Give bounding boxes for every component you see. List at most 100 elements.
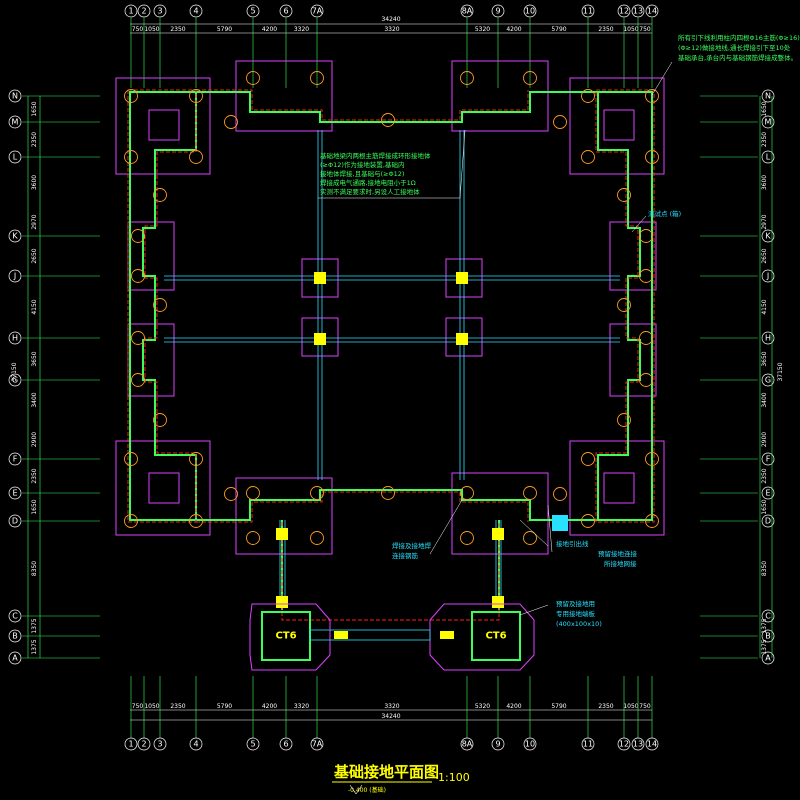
pile-cap xyxy=(115,440,211,536)
bottom-dim-label: 5790 xyxy=(551,703,566,710)
grid-col-label: 12 xyxy=(619,7,629,16)
grid-col-label: 7A xyxy=(312,740,323,749)
ground-rod-marker xyxy=(124,452,138,466)
ground-rod-marker xyxy=(523,71,537,85)
grid-bubble-row-B: B xyxy=(761,629,775,643)
ground-rod-marker xyxy=(617,188,631,202)
grid-bubble-row-G: G xyxy=(8,373,22,387)
drawing-level: -0.400 (基础) xyxy=(348,786,386,794)
ground-rod-marker xyxy=(617,298,631,312)
ground-rod-marker xyxy=(124,514,138,528)
left-dim-label: 2650 xyxy=(31,248,38,263)
ground-rod-marker xyxy=(617,413,631,427)
bottom-dim-label: 4200 xyxy=(262,703,277,710)
pile-cap xyxy=(115,77,211,175)
column-square xyxy=(314,333,326,345)
column-square xyxy=(492,528,504,540)
pile-caps xyxy=(115,60,665,555)
ground-rod-marker xyxy=(153,188,167,202)
bottom-dim-label: 1050 xyxy=(623,703,638,710)
label-lower-1: 焊接及接地焊 xyxy=(392,541,432,550)
note-top-right-1: 所有引下线利用柱内四根Φ16主筋(Φ≥16)纵向焊接 xyxy=(678,33,800,42)
grid-col-label: 4 xyxy=(193,740,198,749)
grid-bubble-col-4: 4 xyxy=(189,737,203,751)
pile-cap xyxy=(235,60,333,132)
grid-col-label: 7A xyxy=(312,7,323,16)
ground-rod-marker xyxy=(645,89,659,103)
right-dim-label: 3650 xyxy=(761,351,768,366)
overall-width-bottom: 34240 xyxy=(381,713,400,720)
test-point-box xyxy=(552,515,568,531)
grid-bubble-col-13: 13 xyxy=(631,4,645,18)
grid-bubble-row-J: J xyxy=(761,269,775,283)
top-dim-label: 750 xyxy=(639,26,651,33)
ground-rod-marker xyxy=(189,452,203,466)
column-pads xyxy=(124,71,659,608)
grid-bubble-col-3: 3 xyxy=(153,737,167,751)
grid-bubble-col-11: 11 xyxy=(581,4,595,18)
left-dim-label: 2970 xyxy=(31,214,38,229)
ct-cap-left: CT6 xyxy=(249,603,331,671)
grid-bubble-col-5: 5 xyxy=(246,737,260,751)
grid-bubble-row-N: N xyxy=(8,89,22,103)
grid-col-label: 9 xyxy=(495,7,500,16)
pile-cap xyxy=(301,317,339,357)
ground-rod-marker xyxy=(189,514,203,528)
grid-bubble-col-8A: 8A xyxy=(460,737,474,751)
left-dim-label: 2350 xyxy=(31,468,38,483)
grid-bubble-col-9: 9 xyxy=(491,4,505,18)
ground-rod-marker xyxy=(581,452,595,466)
left-dim-label: 2350 xyxy=(31,132,38,147)
ground-rod-marker xyxy=(553,115,567,129)
grid-bubble-row-J: J xyxy=(8,269,22,283)
grid-bubble-row-G: G xyxy=(761,373,775,387)
grid-row-label: E xyxy=(12,489,17,498)
ground-rod-marker xyxy=(310,71,324,85)
ground-rod-marker xyxy=(581,89,595,103)
ground-rod-marker xyxy=(639,373,653,387)
ground-rod-marker xyxy=(645,514,659,528)
ground-rod-marker xyxy=(131,373,145,387)
grid-bubble-row-M: M xyxy=(8,115,22,129)
note-center-5: 实测不满足要求时,另设人工接地体 xyxy=(320,187,420,196)
grid-bubble-row-H: H xyxy=(761,331,775,345)
ground-rod-marker xyxy=(460,486,474,500)
grid-row-label: F xyxy=(766,455,771,464)
right-dim-label: 1375 xyxy=(761,618,768,633)
note-center-3: 接地体焊接,且基础与(≥Φ12) xyxy=(320,169,404,178)
pile-cap xyxy=(235,477,333,555)
grid-col-label: 10 xyxy=(525,740,535,749)
grid-col-label: 14 xyxy=(647,7,657,16)
ground-rod-marker xyxy=(153,298,167,312)
ground-conductor xyxy=(127,89,655,621)
left-dim-label: 1375 xyxy=(31,639,38,654)
grid-bubble-col-12: 12 xyxy=(617,737,631,751)
grid-bubble-row-B: B xyxy=(8,629,22,643)
right-dim-label: 2900 xyxy=(761,432,768,447)
grid-bubble-row-E: E xyxy=(8,486,22,500)
right-dim-label: 1375 xyxy=(761,639,768,654)
ground-rod-marker xyxy=(131,229,145,243)
grid-row-label: F xyxy=(13,455,18,464)
ct-left-label: CT6 xyxy=(275,631,296,642)
right-dim-label: 3600 xyxy=(761,175,768,190)
grid-row-label: A xyxy=(12,654,18,663)
note-center-4: 焊接成电气通路,接地电阻小于1Ω xyxy=(320,178,416,187)
grid-bubble-col-1: 1 xyxy=(124,4,138,18)
bottom-dim-label: 1050 xyxy=(144,703,159,710)
pile-cap xyxy=(569,440,665,536)
grid-row-label: D xyxy=(765,517,771,526)
top-dim-label: 3320 xyxy=(294,26,309,33)
top-dim-label: 5320 xyxy=(475,26,490,33)
right-dim-label: 2970 xyxy=(761,214,768,229)
cap-inner xyxy=(603,472,635,504)
grid-bubble-row-C: C xyxy=(761,609,775,623)
ground-rod-marker xyxy=(581,514,595,528)
grid-bubble-row-L: L xyxy=(761,150,775,164)
right-dim-label: 2350 xyxy=(761,468,768,483)
left-dim-label: 2900 xyxy=(31,432,38,447)
top-dim-label: 2350 xyxy=(598,26,613,33)
grid-bubble-col-6: 6 xyxy=(279,4,293,18)
column-square xyxy=(276,596,288,608)
